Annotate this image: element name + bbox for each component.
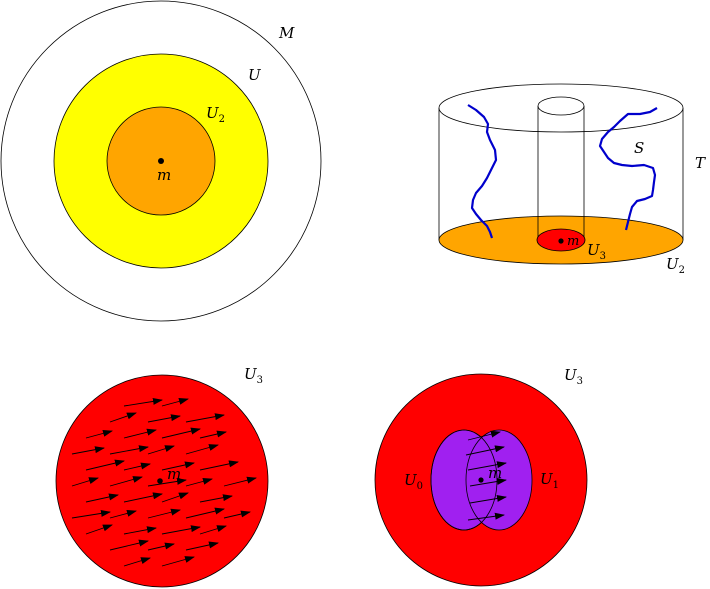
vector-arrow — [85, 459, 125, 471]
overlap-arrows — [465, 430, 507, 521]
vector-arrow — [185, 444, 219, 455]
vector-arrow — [161, 427, 201, 439]
vector-arrow — [123, 557, 151, 567]
inner-cylinder-top — [537, 96, 585, 116]
label-U0: U0 — [404, 471, 423, 492]
vector-arrow — [469, 495, 507, 504]
panel-tubular-neighborhood: T S m U3 U2 — [438, 83, 706, 276]
label-m: m — [488, 464, 502, 482]
vector-arrow — [161, 492, 189, 503]
panel-nested-neighborhoods: M U U2 m — [0, 0, 322, 322]
vector-arrow — [123, 526, 157, 535]
vector-arrow — [109, 445, 149, 455]
label-M: M — [278, 24, 295, 42]
vector-arrow — [123, 428, 157, 439]
label-U: U — [248, 66, 262, 84]
point-m-dot — [558, 238, 564, 244]
vector-arrow — [71, 446, 105, 455]
panel-covering-sets: m U3 U0 U1 — [374, 366, 588, 587]
vector-arrow — [161, 556, 195, 567]
vector-arrow — [161, 525, 201, 535]
vector-arrow — [199, 494, 233, 503]
vector-arrow — [147, 414, 181, 423]
curve-left — [467, 104, 498, 239]
vector-arrow — [223, 510, 251, 519]
label-m: m — [157, 166, 171, 184]
vector-arrow — [185, 413, 225, 423]
vector-arrow — [109, 412, 137, 423]
vector-arrow — [199, 460, 239, 471]
label-m: m — [167, 465, 181, 483]
vector-field-arrows — [71, 397, 257, 567]
label-U3: U3 — [244, 365, 263, 386]
vector-arrow — [85, 429, 113, 439]
label-U3: U3 — [564, 366, 583, 387]
label-U3: U3 — [587, 241, 606, 262]
vector-arrow — [85, 493, 119, 503]
point-m-dot — [158, 158, 164, 164]
label-U2: U2 — [666, 255, 685, 276]
vector-arrow — [123, 492, 163, 503]
vector-arrow — [465, 445, 505, 456]
vector-arrow — [123, 462, 151, 471]
vector-arrow — [147, 477, 187, 487]
vector-arrow — [185, 541, 219, 551]
panel-vector-field: m U3 — [55, 365, 269, 588]
vector-arrow — [147, 508, 181, 519]
vector-arrow — [199, 525, 227, 535]
label-S: S — [634, 139, 644, 157]
vector-arrow — [467, 430, 501, 441]
curve-right — [598, 107, 658, 231]
label-m: m — [567, 234, 579, 249]
vector-arrow — [85, 524, 113, 535]
vector-arrow — [147, 542, 175, 551]
vector-arrow — [109, 539, 149, 551]
vector-arrow — [71, 477, 99, 487]
vector-arrow — [161, 397, 189, 407]
vector-arrow — [199, 430, 227, 439]
vector-arrow — [185, 477, 213, 487]
point-m-dot — [157, 478, 163, 484]
vector-arrow — [147, 445, 175, 455]
vector-arrow — [109, 509, 137, 519]
vector-arrow — [161, 461, 195, 471]
vector-arrow — [469, 478, 507, 487]
vector-arrow — [109, 476, 143, 487]
vector-arrow — [223, 476, 257, 487]
label-T: T — [695, 154, 706, 172]
vector-arrow — [467, 512, 505, 521]
vector-arrow — [467, 461, 507, 471]
label-U1: U1 — [540, 470, 559, 491]
vector-arrow — [123, 397, 163, 407]
vector-arrow — [185, 507, 225, 519]
vector-arrow — [71, 509, 111, 519]
label-U2: U2 — [206, 104, 225, 125]
point-m-dot — [478, 477, 484, 483]
